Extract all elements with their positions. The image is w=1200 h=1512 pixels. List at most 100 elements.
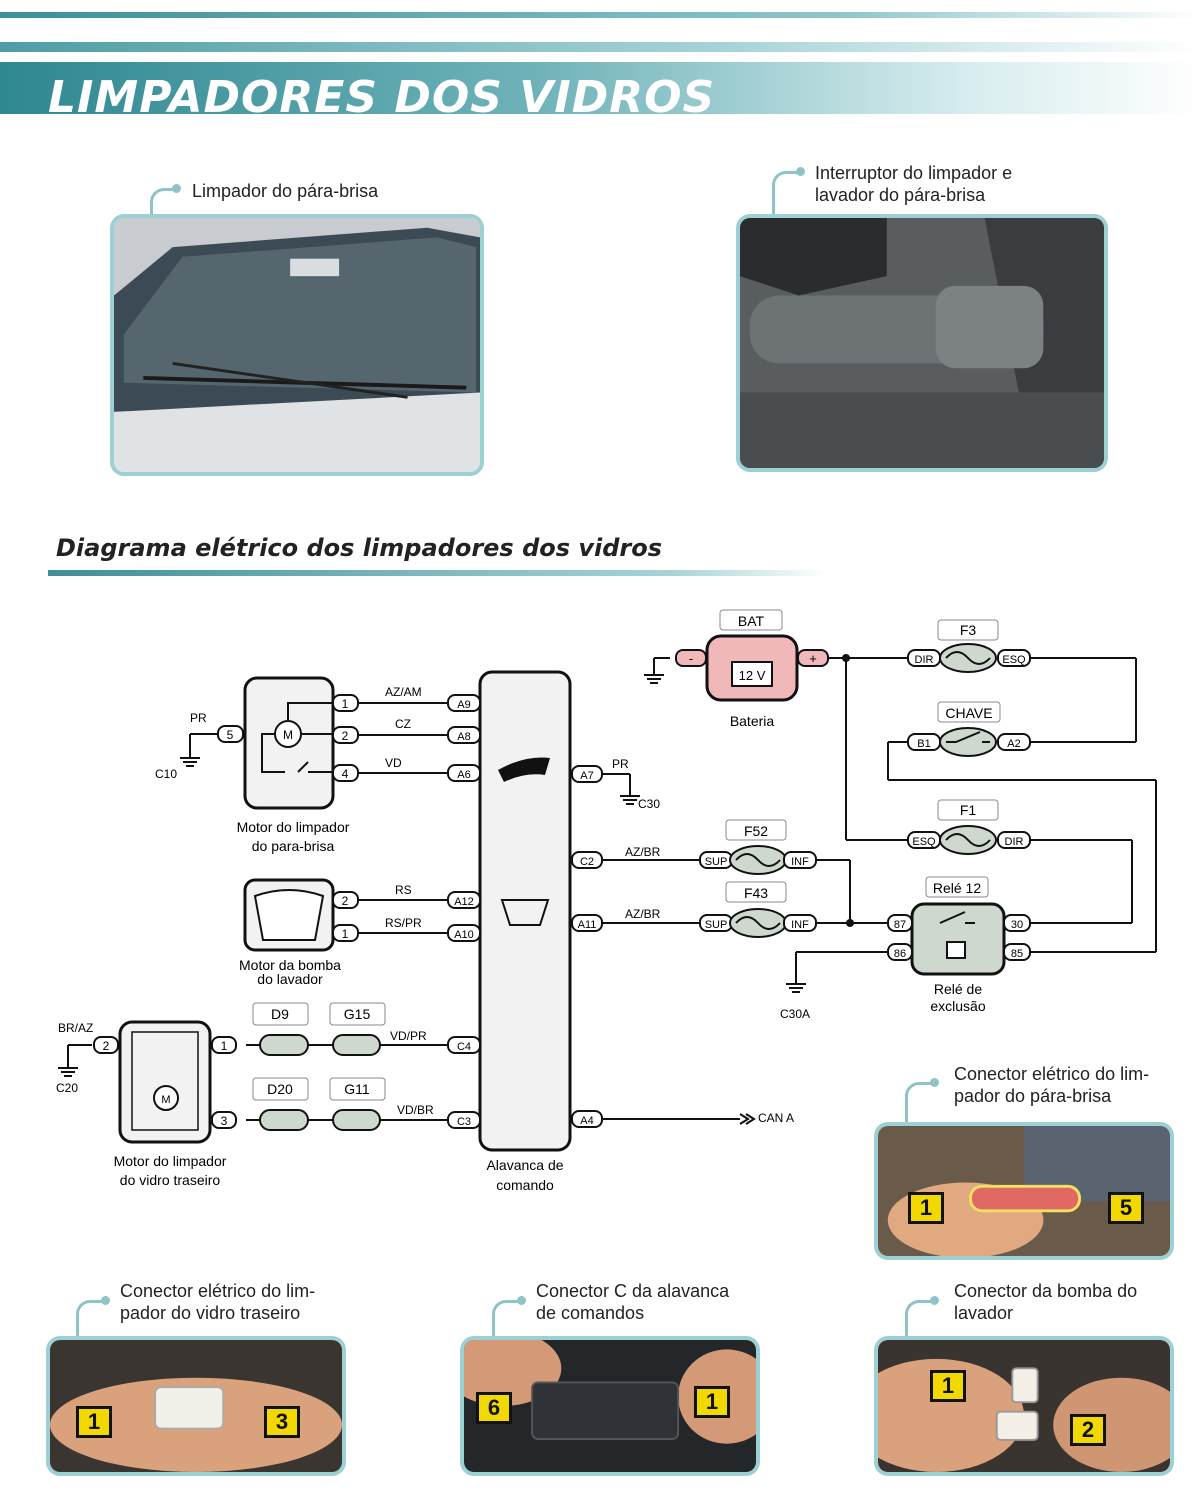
svg-text:Relé 12: Relé 12 <box>933 880 981 896</box>
svg-text:C4: C4 <box>457 1041 471 1053</box>
svg-text:VD/BR: VD/BR <box>397 1103 434 1117</box>
pump-label: Motor da bomba <box>239 957 341 973</box>
lever-ground: C30 <box>638 797 660 811</box>
svg-text:DIR: DIR <box>1005 836 1024 848</box>
caption-windshield-wiper: Limpador do pára-brisa <box>192 181 379 201</box>
svg-text:1: 1 <box>221 1039 228 1053</box>
caption-leader <box>150 188 175 217</box>
rear-motor-label: do vidro traseiro <box>120 1172 221 1188</box>
battery-label: Bateria <box>730 713 775 729</box>
svg-text:C3: C3 <box>457 1116 471 1128</box>
caption-leader <box>772 171 797 218</box>
front-connector-image <box>878 1126 1170 1256</box>
svg-text:3: 3 <box>221 1114 228 1128</box>
front-wiper-symbol <box>498 757 550 782</box>
page-title: LIMPADORES DOS VIDROS <box>48 72 716 115</box>
svg-text:DIR: DIR <box>915 654 934 666</box>
wire-labels: AZ/AM CZ VD RS RS/PR VD/PR VD/BR AZ/BR A… <box>385 685 794 1125</box>
caption-leader <box>492 1300 519 1341</box>
wire-junctions <box>842 654 854 927</box>
pump-symbol <box>253 889 325 941</box>
svg-text:VD: VD <box>385 756 402 770</box>
svg-text:2: 2 <box>342 729 349 743</box>
caption-leader <box>905 1300 932 1341</box>
fuse-f52: F52 SUP INF <box>699 819 817 875</box>
rear-wiper-symbol <box>500 899 550 926</box>
front-motor-internal-wiring <box>261 702 333 773</box>
front-motor-label: Motor do limpador <box>237 819 350 835</box>
svg-text:INF: INF <box>791 919 809 931</box>
diode-d20: D20 <box>267 1081 293 1097</box>
svg-text:SUP: SUP <box>705 856 728 868</box>
lever-right-pins: A7 C2 A11 A4 <box>571 765 603 1128</box>
rear-wiper-motor <box>118 1020 212 1144</box>
svg-text:VD/PR: VD/PR <box>390 1029 427 1043</box>
caption-leader <box>905 1082 932 1125</box>
lever-ground-wire: PR <box>612 757 629 771</box>
pin-tag: 2 <box>1070 1414 1106 1446</box>
switch-chave: CHAVE B1 A2 <box>907 701 1031 757</box>
svg-text:1: 1 <box>342 697 349 711</box>
pump-pins: 2 1 <box>332 891 359 942</box>
pin-tag: 1 <box>908 1192 944 1224</box>
caption-lever-connector: Conector C da alavanca de comandos <box>536 1280 729 1324</box>
svg-text:AZ/BR: AZ/BR <box>625 845 661 859</box>
pin-tag: 1 <box>76 1406 112 1438</box>
diagram-title: Diagrama elétrico dos limpadores dos vid… <box>56 534 663 562</box>
battery-tag-box <box>719 609 783 631</box>
photo-pump-connector: 1 2 <box>874 1336 1174 1476</box>
wiring-diagram: PR C10 PR C30 BR/AZ C20 C30A M 1 2 4 5 M… <box>56 609 1157 1193</box>
rear-motor-symbol <box>153 1085 179 1111</box>
svg-text:A12: A12 <box>454 896 474 908</box>
svg-text:A7: A7 <box>580 770 593 782</box>
svg-text:F3: F3 <box>960 622 977 638</box>
svg-text:A4: A4 <box>580 1115 593 1127</box>
caption-line: Conector C da alavanca <box>536 1281 730 1301</box>
caption-line: Conector da bomba do <box>954 1281 1138 1301</box>
svg-text:CZ: CZ <box>395 717 411 731</box>
photo-lever-connector: 6 1 <box>460 1336 760 1476</box>
front-motor-ground-wire: PR <box>190 711 207 725</box>
caption-dot <box>101 1296 110 1305</box>
ground-symbols <box>58 674 806 1077</box>
svg-text:2: 2 <box>342 894 349 908</box>
caption-line: Conector elétrico do lim- <box>120 1281 316 1301</box>
photo-wiper-switch <box>736 214 1108 472</box>
rear-motor-ground: C20 <box>56 1081 78 1095</box>
splice-g11: G11 <box>344 1081 370 1097</box>
rear-motor-label: Motor do limpador <box>114 1153 227 1169</box>
caption-line: pador do pára-brisa <box>954 1086 1112 1106</box>
fuse-icon <box>735 916 781 930</box>
svg-text:A11: A11 <box>578 919 597 931</box>
caption-dot <box>796 167 805 176</box>
diode-d9: D9 <box>271 1006 289 1022</box>
svg-text:2: 2 <box>103 1039 110 1053</box>
battery-neg-terminal <box>675 649 707 667</box>
svg-text:AZ/BR: AZ/BR <box>625 907 661 921</box>
svg-text:AZ/AM: AZ/AM <box>385 685 422 699</box>
svg-text:F43: F43 <box>744 885 768 901</box>
photo-windshield-wiper <box>110 214 484 476</box>
battery-tag: BAT <box>738 613 765 629</box>
fuse-icon <box>735 853 781 867</box>
svg-text:RS: RS <box>395 883 412 897</box>
battery-neg: - <box>689 651 693 666</box>
front-motor-ground: C10 <box>155 767 177 781</box>
caption-switch: Interruptor do limpador e lavador do pár… <box>815 162 1012 206</box>
svg-text:85: 85 <box>1011 948 1023 960</box>
switch-image <box>740 218 1104 468</box>
diode-splice-row: D9 G15 D20 G11 <box>252 1002 386 1131</box>
front-motor-letter: M <box>283 728 293 742</box>
caption-dot <box>930 1078 939 1087</box>
switch-icon <box>946 731 990 743</box>
svg-text:87: 87 <box>894 919 906 931</box>
fuse-f3: F3 DIR ESQ <box>907 619 1031 673</box>
caption-line: lavador do pára-brisa <box>815 185 986 205</box>
svg-text:F52: F52 <box>744 823 768 839</box>
caption-line: lavador <box>954 1303 1014 1323</box>
svg-text:F1: F1 <box>960 802 977 818</box>
svg-text:CAN A: CAN A <box>758 1111 794 1125</box>
pin-tag: 1 <box>930 1370 966 1402</box>
pin-tag: 1 <box>694 1386 730 1418</box>
svg-text:A10: A10 <box>454 929 474 941</box>
